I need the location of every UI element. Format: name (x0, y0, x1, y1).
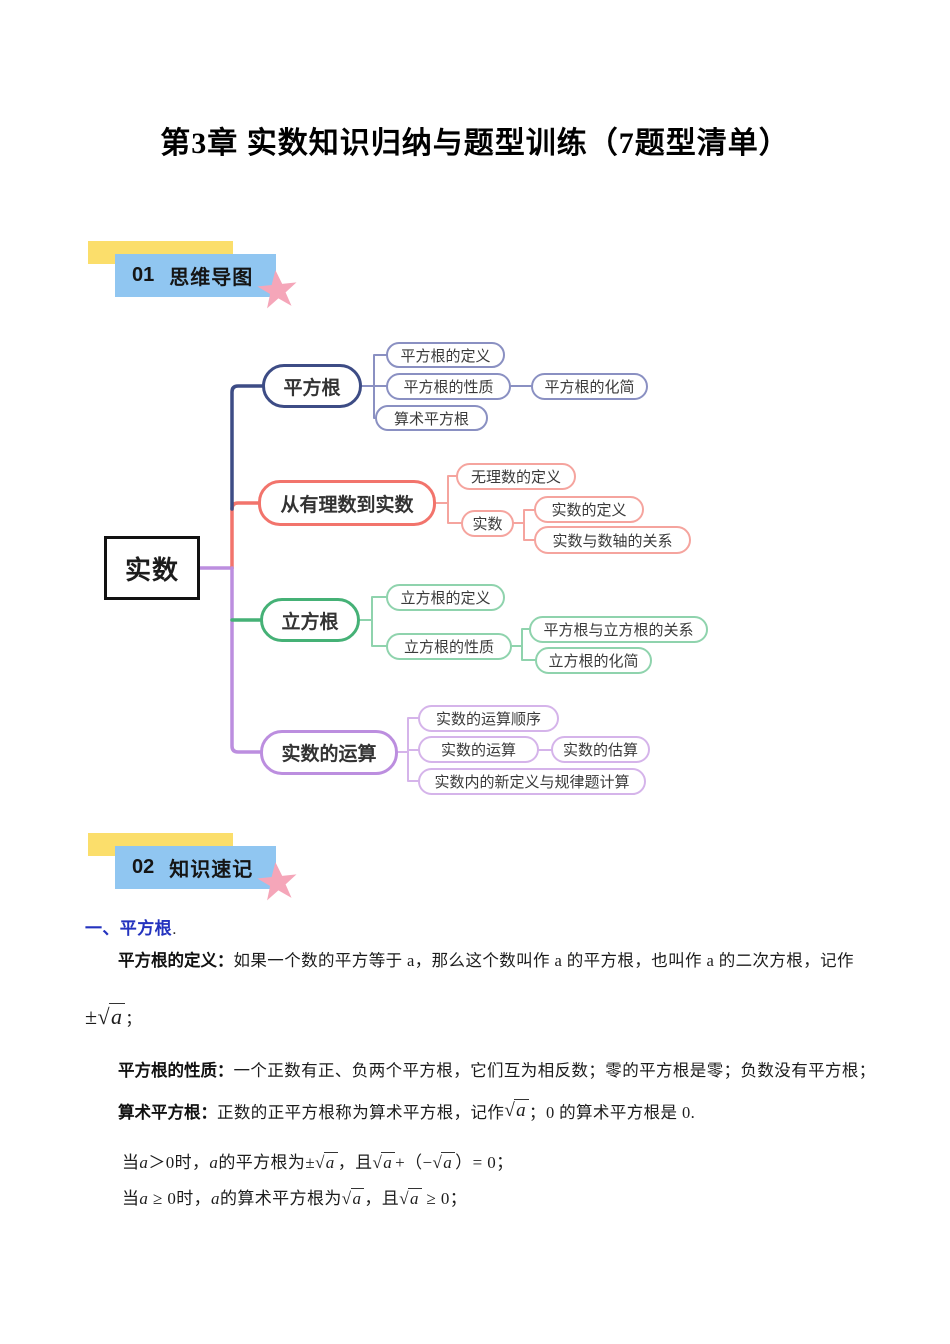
arithmetic-square-root-line: 算术平方根：正数的正平方根称为算术平方根，记作√a；0 的算术平方根是 0. (118, 1098, 918, 1127)
radical-sign: √ (432, 1153, 443, 1172)
radicand: a (323, 1152, 338, 1172)
node-new-definition-pattern-problems: 实数内的新定义与规律题计算 (418, 768, 646, 795)
radicand: a (108, 1003, 126, 1029)
branch-rational-to-real: 从有理数到实数 (258, 480, 436, 526)
properties-line: 平方根的性质：一个正数有正、负两个平方根，它们互为相反数；零的平方根是零；负数没… (118, 1058, 918, 1085)
node-irrational-definition: 无理数的定义 (456, 463, 576, 490)
branch-real-operations: 实数的运算 (260, 730, 398, 775)
arithmetic-text-1: 正数的正平方根称为算术平方根，记作 (217, 1103, 505, 1122)
radicand: a (514, 1099, 530, 1121)
notes-heading: 一、平方根. (85, 916, 177, 942)
radicand: a (381, 1152, 396, 1172)
arithmetic-text-2: ；0 的算术平方根是 0. (529, 1103, 696, 1122)
square-root-expression: √a (97, 1003, 126, 1029)
formula-line-arithmetic-root: 当a ≥ 0时，a的算术平方根为√a，且√a ≥ 0； (122, 1186, 467, 1212)
node-real-operations: 实数的运算 (418, 736, 539, 763)
node-square-root-properties: 平方根的性质 (386, 373, 511, 400)
plus-minus-sqrt-formula: ±√a； (85, 1000, 142, 1034)
radicand: a (350, 1188, 365, 1208)
arithmetic-label: 算术平方根： (118, 1104, 217, 1122)
radical-sign: √ (341, 1189, 352, 1208)
page-title: 第3章 实数知识归纳与题型训练（7题型清单） (160, 127, 790, 160)
text-segment: ＞0时， (148, 1153, 210, 1172)
radical-sign: √ (504, 1100, 516, 1121)
node-square-root-simplification: 平方根的化简 (531, 373, 648, 400)
properties-label: 平方根的性质： (118, 1062, 234, 1080)
text-segment: 当 (122, 1189, 140, 1208)
text-segment: ）= 0； (455, 1153, 514, 1172)
heading-text: 一、平方根 (85, 919, 172, 938)
node-operation-order: 实数的运算顺序 (418, 705, 559, 732)
radicand: a (441, 1152, 456, 1172)
variable-a: a (209, 1153, 219, 1172)
section-number: 02 (132, 856, 155, 878)
node-square-cube-root-relation: 平方根与立方根的关系 (529, 616, 708, 643)
square-root-expression: √a (341, 1188, 365, 1208)
formula-line-square-root: 当a＞0时，a的平方根为±√a，且√a+（−√a）= 0； (122, 1150, 514, 1176)
radicand: a (407, 1188, 422, 1208)
section-label: 知识速记 (169, 859, 254, 881)
branch-square-root: 平方根 (262, 364, 362, 408)
square-root-expression: √a (315, 1152, 338, 1172)
text-segment: ，且 (364, 1189, 400, 1208)
square-root-expression: √a (504, 1099, 530, 1121)
radical-sign: √ (372, 1153, 383, 1172)
section-title-box: 01 思维导图 (115, 254, 276, 297)
section-title-box: 02 知识速记 (115, 846, 276, 889)
mindmap-root-node: 实数 (104, 536, 200, 600)
text-segment: 当 (122, 1153, 140, 1172)
section-label: 思维导图 (169, 267, 254, 289)
square-root-expression: √a (372, 1152, 396, 1172)
semicolon: ； (125, 1011, 142, 1028)
variable-a: a (139, 1153, 149, 1172)
node-cube-root-definition: 立方根的定义 (386, 584, 505, 611)
text-segment: ≥ 0时， (148, 1189, 212, 1208)
variable-a: a (211, 1189, 220, 1208)
node-square-root-definition: 平方根的定义 (386, 342, 505, 368)
radical-sign: √ (97, 1004, 110, 1029)
node-real-number: 实数 (461, 510, 514, 537)
node-real-estimation: 实数的估算 (551, 736, 650, 763)
section-header-knowledge: 02 知识速记 (88, 833, 318, 905)
node-real-number-axis-relation: 实数与数轴的关系 (534, 526, 691, 554)
branch-cube-root: 立方根 (260, 598, 360, 642)
text-segment: 的平方根为± (218, 1153, 316, 1172)
text-segment: ≥ 0； (421, 1189, 468, 1208)
definition-line: 平方根的定义：如果一个数的平方等于 a，那么这个数叫作 a 的平方根，也叫作 a… (118, 948, 908, 975)
properties-text: 一个正数有正、负两个平方根，它们互为相反数；零的平方根是零；负数没有平方根； (233, 1061, 876, 1080)
plus-minus-sign: ± (85, 1004, 98, 1029)
node-cube-root-properties: 立方根的性质 (386, 633, 512, 660)
radical-sign: √ (315, 1153, 325, 1172)
node-real-number-definition: 实数的定义 (534, 496, 644, 523)
text-segment: ，且 (337, 1153, 373, 1172)
section-header-mindmap: 01 思维导图 (88, 241, 318, 313)
heading-period: . (172, 919, 178, 938)
square-root-expression: √a (432, 1152, 456, 1172)
variable-a: a (139, 1189, 149, 1208)
text-segment: +（− (395, 1153, 433, 1172)
square-root-expression: √a (399, 1188, 422, 1208)
section-number: 01 (132, 264, 155, 286)
definition-text: 如果一个数的平方等于 a，那么这个数叫作 a 的平方根，也叫作 a 的二次方根，… (233, 951, 854, 970)
radical-sign: √ (399, 1189, 409, 1208)
node-arithmetic-square-root: 算术平方根 (375, 405, 488, 431)
definition-label: 平方根的定义： (118, 952, 234, 970)
node-cube-root-simplification: 立方根的化简 (535, 647, 652, 674)
text-segment: 的算术平方根为 (219, 1189, 342, 1208)
